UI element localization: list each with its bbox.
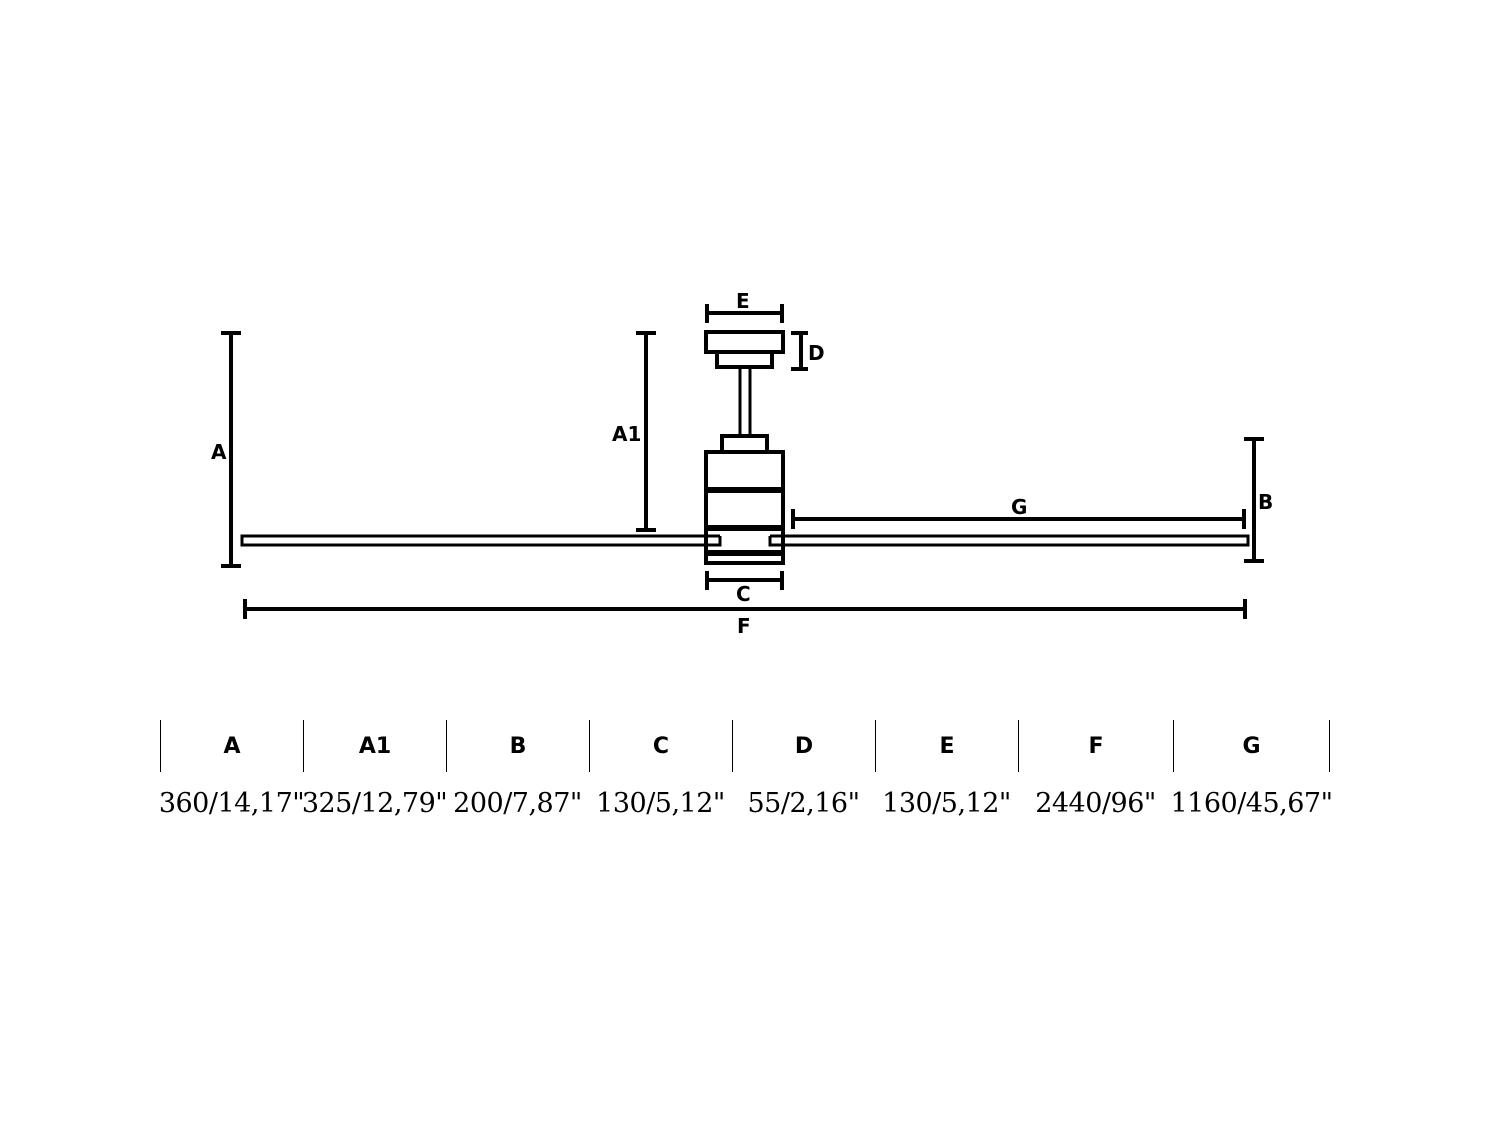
value-cell-a1: 325/12,79": [301, 788, 448, 819]
dimensions-table: A A1 B C D E F G 360/14,17" 325/12,79" 2…: [158, 720, 1333, 819]
label-e: E: [736, 289, 750, 313]
dimension-g: [791, 509, 1246, 529]
label-a: A: [211, 440, 227, 464]
value-cell-g: 1160/45,67": [1170, 788, 1333, 819]
header-cell-e: E: [875, 720, 1018, 772]
fan-blade-right: [768, 534, 1250, 547]
header-cell-g: G: [1173, 720, 1330, 772]
dimension-f: [243, 599, 1247, 619]
label-c: C: [736, 582, 751, 606]
label-b: B: [1258, 490, 1273, 514]
header-cell-a1: A1: [303, 720, 446, 772]
fan-downrod: [738, 369, 752, 436]
value-cell-c: 130/5,12": [596, 788, 725, 819]
dimensions-value-row: 360/14,17" 325/12,79" 200/7,87" 130/5,12…: [158, 788, 1333, 819]
header-cell-d: D: [732, 720, 875, 772]
header-cell-a: A: [160, 720, 303, 772]
value-cell-d: 55/2,16": [747, 788, 861, 819]
label-d: D: [808, 341, 825, 365]
fan-canopy: [704, 330, 785, 369]
dimension-c: [705, 571, 784, 590]
dimension-d: [791, 331, 808, 371]
label-f: F: [737, 614, 751, 638]
value-cell-b: 200/7,87": [453, 788, 582, 819]
dimension-a1: [636, 331, 656, 532]
header-cell-b: B: [446, 720, 589, 772]
label-a1: A1: [612, 422, 641, 446]
dimension-a: [221, 331, 241, 568]
fan-dimension-diagram: A A1 E D G B C F: [211, 289, 1273, 638]
dimension-b: [1244, 437, 1264, 563]
fan-motor-housing: [704, 434, 785, 565]
value-cell-f: 2440/96": [1035, 788, 1156, 819]
dimensions-header-row: A A1 B C D E F G: [160, 720, 1330, 772]
dimension-e: [705, 304, 784, 323]
header-cell-c: C: [589, 720, 732, 772]
value-cell-a: 360/14,17": [158, 788, 305, 819]
label-g: G: [1011, 495, 1027, 519]
fan-blade-left: [240, 534, 722, 547]
header-cell-f: F: [1018, 720, 1173, 772]
value-cell-e: 130/5,12": [882, 788, 1011, 819]
